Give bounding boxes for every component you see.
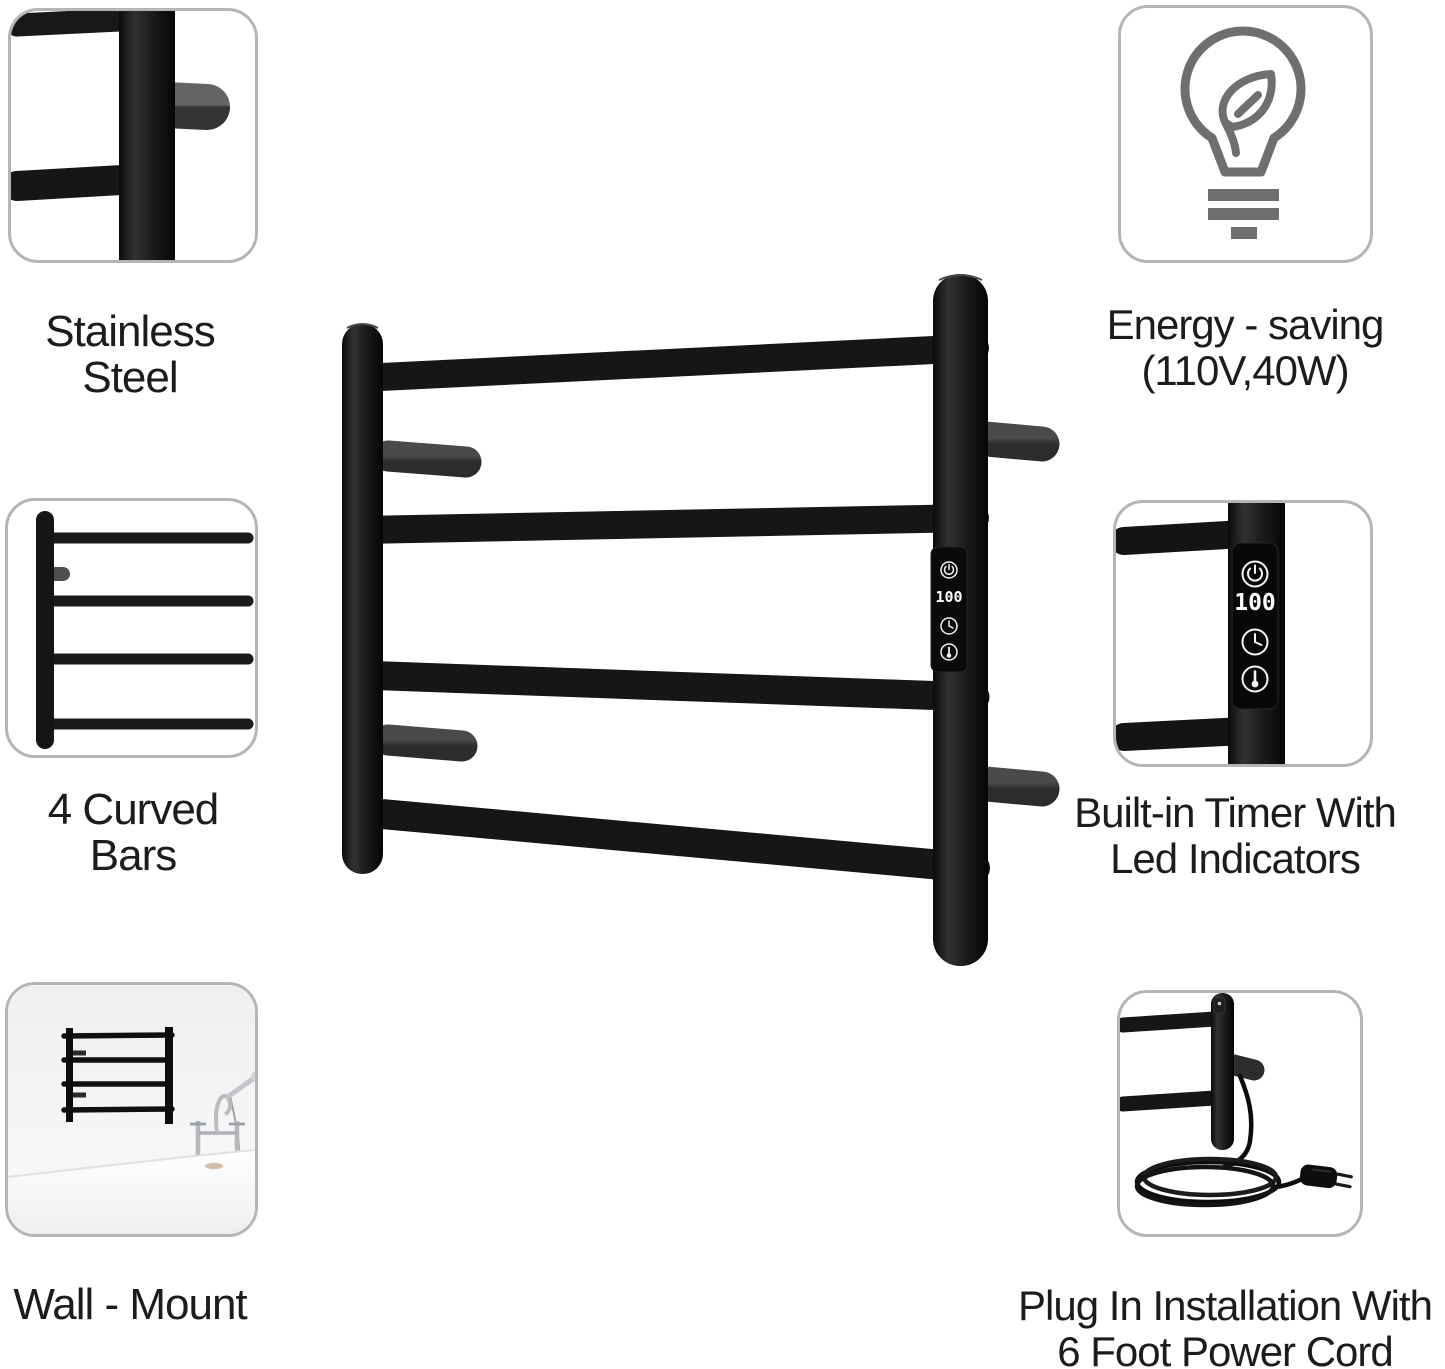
vertical-post: [36, 511, 54, 749]
feature-label-line1: Plug In Installation With: [1018, 1282, 1433, 1329]
feature-label-line2: 6 Foot Power Cord: [1057, 1328, 1394, 1369]
hero-product-image: 100: [320, 250, 1060, 990]
caption-built-in-timer: Built-in Timer With Led Indicators: [1020, 789, 1445, 883]
towel-bars: [345, 334, 990, 883]
feature-label-line1: Energy - saving: [1106, 301, 1385, 348]
leaf: [1218, 70, 1276, 157]
control-panel: 100: [930, 546, 968, 673]
thumb-stainless-steel: [8, 8, 258, 263]
bottom-bar: [1116, 717, 1258, 751]
caption-energy-saving: Energy - saving (110V,40W): [1070, 301, 1420, 395]
thumb-wall-mount: [5, 982, 258, 1237]
caption-plug-in: Plug In Installation With 6 Foot Power C…: [1005, 1282, 1445, 1369]
thumb-plug-in: [1117, 990, 1363, 1237]
bulb-base: [1208, 189, 1279, 239]
towel-warmer-render: 100: [342, 274, 1060, 966]
plug-prong: [1334, 1182, 1352, 1189]
thumb-built-in-timer: 100: [1113, 500, 1373, 767]
power-icon: [1241, 560, 1269, 588]
bar-1: [1120, 1011, 1223, 1033]
towel-bar-3: [345, 660, 990, 712]
power-plug: [1299, 1164, 1353, 1189]
power-cord: [1134, 1073, 1309, 1208]
caption-stainless-steel: Stainless Steel: [0, 307, 263, 403]
overflow-hole: [205, 1162, 223, 1170]
top-bar: [1116, 520, 1258, 555]
led-display: 100: [935, 588, 962, 606]
temperature-icon: [1241, 665, 1269, 693]
timer-clock-icon: [940, 617, 958, 635]
lower-bar: [11, 164, 154, 201]
feature-label: Wall - Mount: [13, 1280, 247, 1329]
rack-side-view-render: [36, 511, 254, 749]
plug-prong: [1335, 1172, 1353, 1179]
lightbulb-leaf-icon: [1180, 26, 1306, 239]
tube-closeup-render: [11, 11, 230, 260]
temperature-icon: [940, 643, 958, 661]
vertical-post: [119, 11, 175, 260]
feature-label-line2: Led Indicators: [1110, 835, 1361, 883]
feature-label: Stainless Steel: [45, 307, 216, 403]
control-panel-closeup-render: 100: [1116, 503, 1285, 764]
feature-label: 4 Curved Bars: [47, 785, 220, 881]
feature-label-line2: (110V,40W): [1141, 347, 1349, 395]
mounted-towel-rack: [61, 1027, 175, 1124]
led-display: 100: [1234, 590, 1276, 616]
bathtub: [8, 1149, 255, 1234]
left-post: [342, 323, 383, 874]
bar-2: [1120, 1090, 1223, 1112]
power-icon: [940, 561, 958, 579]
vertical-post: [1211, 993, 1234, 1150]
tub-faucet: [190, 1072, 255, 1157]
control-panel: 100: [1231, 542, 1279, 710]
feature-label-line1: Built-in Timer With: [1074, 789, 1397, 836]
towel-bar-4: [345, 797, 990, 883]
caption-wall-mount: Wall - Mount: [0, 1280, 260, 1329]
towel-bar-2: [346, 504, 989, 544]
bulb-outline: [1180, 26, 1306, 177]
power-cord-render: [1120, 993, 1353, 1208]
power-switch: [1213, 997, 1226, 1014]
towel-bar-1: [346, 334, 989, 392]
caption-curved-bars: 4 Curved Bars: [0, 785, 266, 881]
thumb-energy-saving: [1118, 5, 1373, 263]
bathroom-photo: [8, 985, 255, 1234]
timer-clock-icon: [1241, 628, 1269, 656]
thumb-curved-bars: [5, 498, 258, 758]
